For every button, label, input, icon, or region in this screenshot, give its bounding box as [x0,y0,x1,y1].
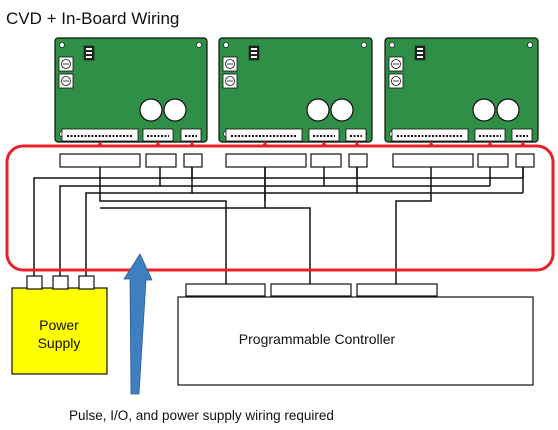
cable-connector [183,153,203,168]
power-supply-label-line1: Power [39,317,79,333]
cable-connector [145,153,177,168]
driver-board-3 [384,37,539,146]
mounting-hole [361,42,367,48]
connector-cn3 [511,128,533,142]
wiring-harness [33,166,524,285]
cable-connector [392,153,474,168]
mounting-hole [389,42,395,48]
cable-connector [515,153,535,168]
controller-connector [270,283,352,297]
arrow-shape [123,253,153,395]
cable-connector [477,153,509,168]
controller-connector [356,283,438,297]
capacitor [306,98,330,122]
capacitor [472,98,496,122]
mounting-hole [223,42,229,48]
harness-connectors [59,153,535,168]
driver-board-1 [54,37,208,146]
capacitor [496,98,520,122]
power-terminal [26,275,43,290]
blue-pointer-arrow [123,253,153,395]
power-supply-label-line2: Supply [38,335,81,351]
board-pcb [54,37,208,143]
cable-connector [348,153,368,168]
power-supply: Power Supply [11,275,108,375]
driver-board-2 [218,37,373,146]
mounting-hole [196,42,202,48]
power-terminal [78,275,95,290]
power-terminal [52,275,69,290]
connector-cn3 [180,128,202,142]
capacitor [163,98,187,122]
diagram-title: CVD + In-Board Wiring [6,9,179,28]
mounting-hole [527,42,533,48]
board-pcb [218,37,373,143]
mounting-hole [59,42,65,48]
controller-label: Programmable Controller [239,331,396,347]
cable-connector [310,153,342,168]
programmable-controller: Programmable Controller [177,283,534,386]
power-supply-box [11,287,108,375]
capacitor [139,98,163,122]
controller-box [177,296,534,386]
cable-connector [225,153,307,168]
board-pcb [384,37,539,143]
controller-connector [185,283,266,297]
connector-cn3 [345,128,367,142]
diagram-caption: Pulse, I/O, and power supply wiring requ… [69,408,334,423]
capacitor [330,98,354,122]
wiring-highlight-outline [5,144,555,272]
cable-connector [59,153,141,168]
